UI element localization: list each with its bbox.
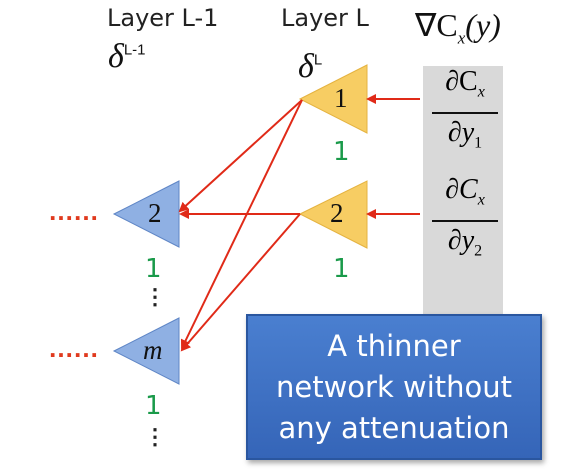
gradient-label: ∇Cx(y): [415, 7, 501, 48]
layer-l1-weight-m: 1: [145, 391, 162, 421]
ellipsis-left-bottom: ……: [48, 333, 99, 363]
layer-l-node-2-label: 2: [330, 198, 344, 228]
edge-2-to-m: [180, 213, 301, 352]
partial-derivative-2: ∂Cx ∂y2: [432, 174, 498, 267]
layer-l1-node-2: [112, 180, 180, 248]
edge-1-to-2: [178, 99, 303, 213]
layer-l1-header: Layer L-1: [107, 4, 219, 32]
delta-l-label: δL: [298, 48, 323, 85]
vertical-ellipsis-mid: ⋮: [144, 284, 166, 309]
layer-l1-weight-2: 1: [145, 254, 162, 284]
delta-l1-label: δL-1: [108, 38, 146, 75]
edge-1-to-m: [180, 99, 303, 350]
layer-l1-node-2-label: 2: [148, 198, 162, 228]
layer-l-header: Layer L: [281, 4, 369, 32]
layer-l1-node-m-label: m: [143, 335, 163, 365]
layer-l-node-1-label: 1: [334, 83, 348, 113]
ellipsis-left-top: ……: [48, 196, 99, 226]
layer-l-weight-2: 1: [333, 254, 350, 284]
callout-box: A thinner network without any attenuatio…: [246, 314, 542, 460]
vertical-ellipsis-bottom: ⋮: [144, 424, 166, 449]
layer-l-weight-1: 1: [333, 137, 350, 167]
partial-derivative-1: ∂Cx ∂y1: [432, 66, 498, 159]
gradient-column-bg: [423, 66, 503, 318]
layer-l1-node-m: [112, 317, 180, 385]
callout-text: A thinner network without any attenuatio…: [275, 328, 512, 445]
